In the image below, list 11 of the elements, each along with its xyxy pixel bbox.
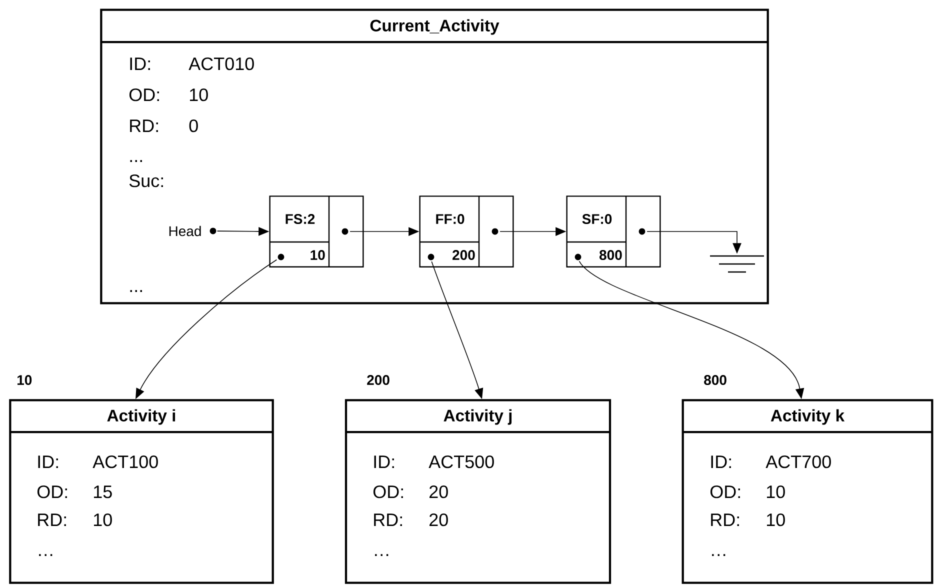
head-label: Head bbox=[169, 226, 201, 236]
beside-label: 800 bbox=[704, 375, 726, 385]
ground-symbol bbox=[710, 255, 764, 273]
list-node: FS:2 10 bbox=[269, 196, 364, 268]
record-box: Activity i ID: ACT100 OD: 15 RD: 10 … bbox=[9, 399, 274, 584]
beside-label: 200 bbox=[367, 375, 390, 385]
list-node: SF:0 800 bbox=[566, 196, 661, 268]
record-box: Activity k ID: ACT700 OD: 10 RD: 10 … bbox=[682, 399, 934, 584]
list-node: FF:0 200 bbox=[419, 196, 514, 268]
record-box: Activity j ID: ACT500 OD: 20 RD: 20 … bbox=[344, 399, 612, 584]
beside-label: 10 bbox=[17, 375, 32, 385]
